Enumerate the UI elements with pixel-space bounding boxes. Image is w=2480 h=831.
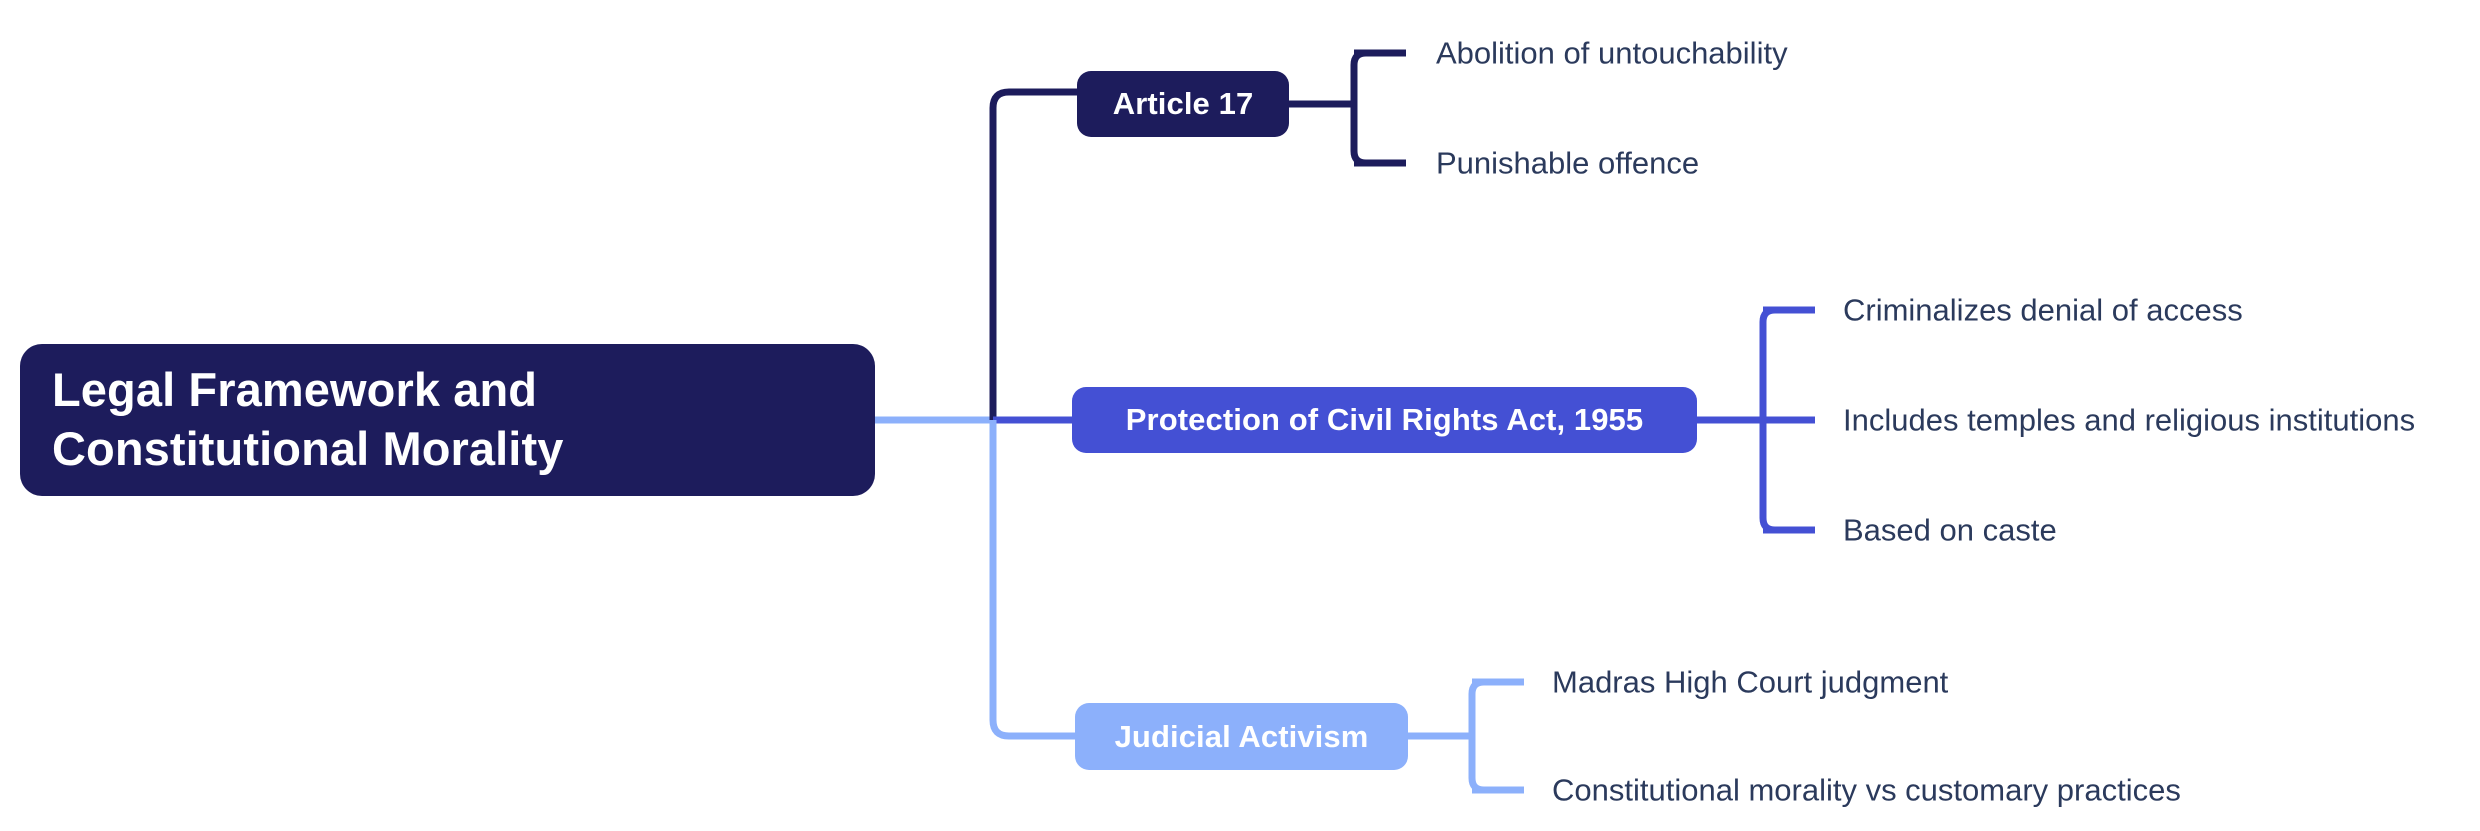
leaf-constitutional-morality-vs-customary-practices: Constitutional morality vs customary pra…: [1552, 772, 2181, 808]
leaf-punishable-offence: Punishable offence: [1436, 145, 1700, 181]
node-article-17[interactable]: Article 17: [1077, 71, 1289, 137]
leaf-based-on-caste: Based on caste: [1843, 512, 2057, 548]
edge-pcra-bracket: [1759, 306, 1779, 534]
node-protection-of-civil-rights-act[interactable]: Protection of Civil Rights Act, 1955: [1072, 387, 1697, 453]
edge-trunk-to-judicial: [989, 420, 1075, 740]
leaf-abolition-of-untouchability: Abolition of untouchability: [1436, 35, 1788, 71]
leaf-includes-temples-and-religious-institutions: Includes temples and religious instituti…: [1843, 402, 2416, 438]
node-judicial-activism[interactable]: Judicial Activism: [1075, 703, 1408, 770]
edge-article17-bracket: [1350, 49, 1370, 167]
leaf-madras-high-court-judgment: Madras High Court judgment: [1552, 664, 1949, 700]
node-article-17-label: Article 17: [1112, 86, 1254, 121]
node-protection-of-civil-rights-act-label: Protection of Civil Rights Act, 1955: [1125, 402, 1644, 437]
edge-trunk-to-article17: [989, 88, 1077, 420]
node-root-label: Legal Framework and Constitutional Moral…: [52, 363, 564, 475]
edge-judicial-bracket: [1468, 678, 1488, 794]
leaf-criminalizes-denial-of-access: Criminalizes denial of access: [1843, 292, 2243, 328]
node-root[interactable]: Legal Framework and Constitutional Moral…: [20, 344, 875, 496]
node-judicial-activism-label: Judicial Activism: [1114, 718, 1369, 754]
